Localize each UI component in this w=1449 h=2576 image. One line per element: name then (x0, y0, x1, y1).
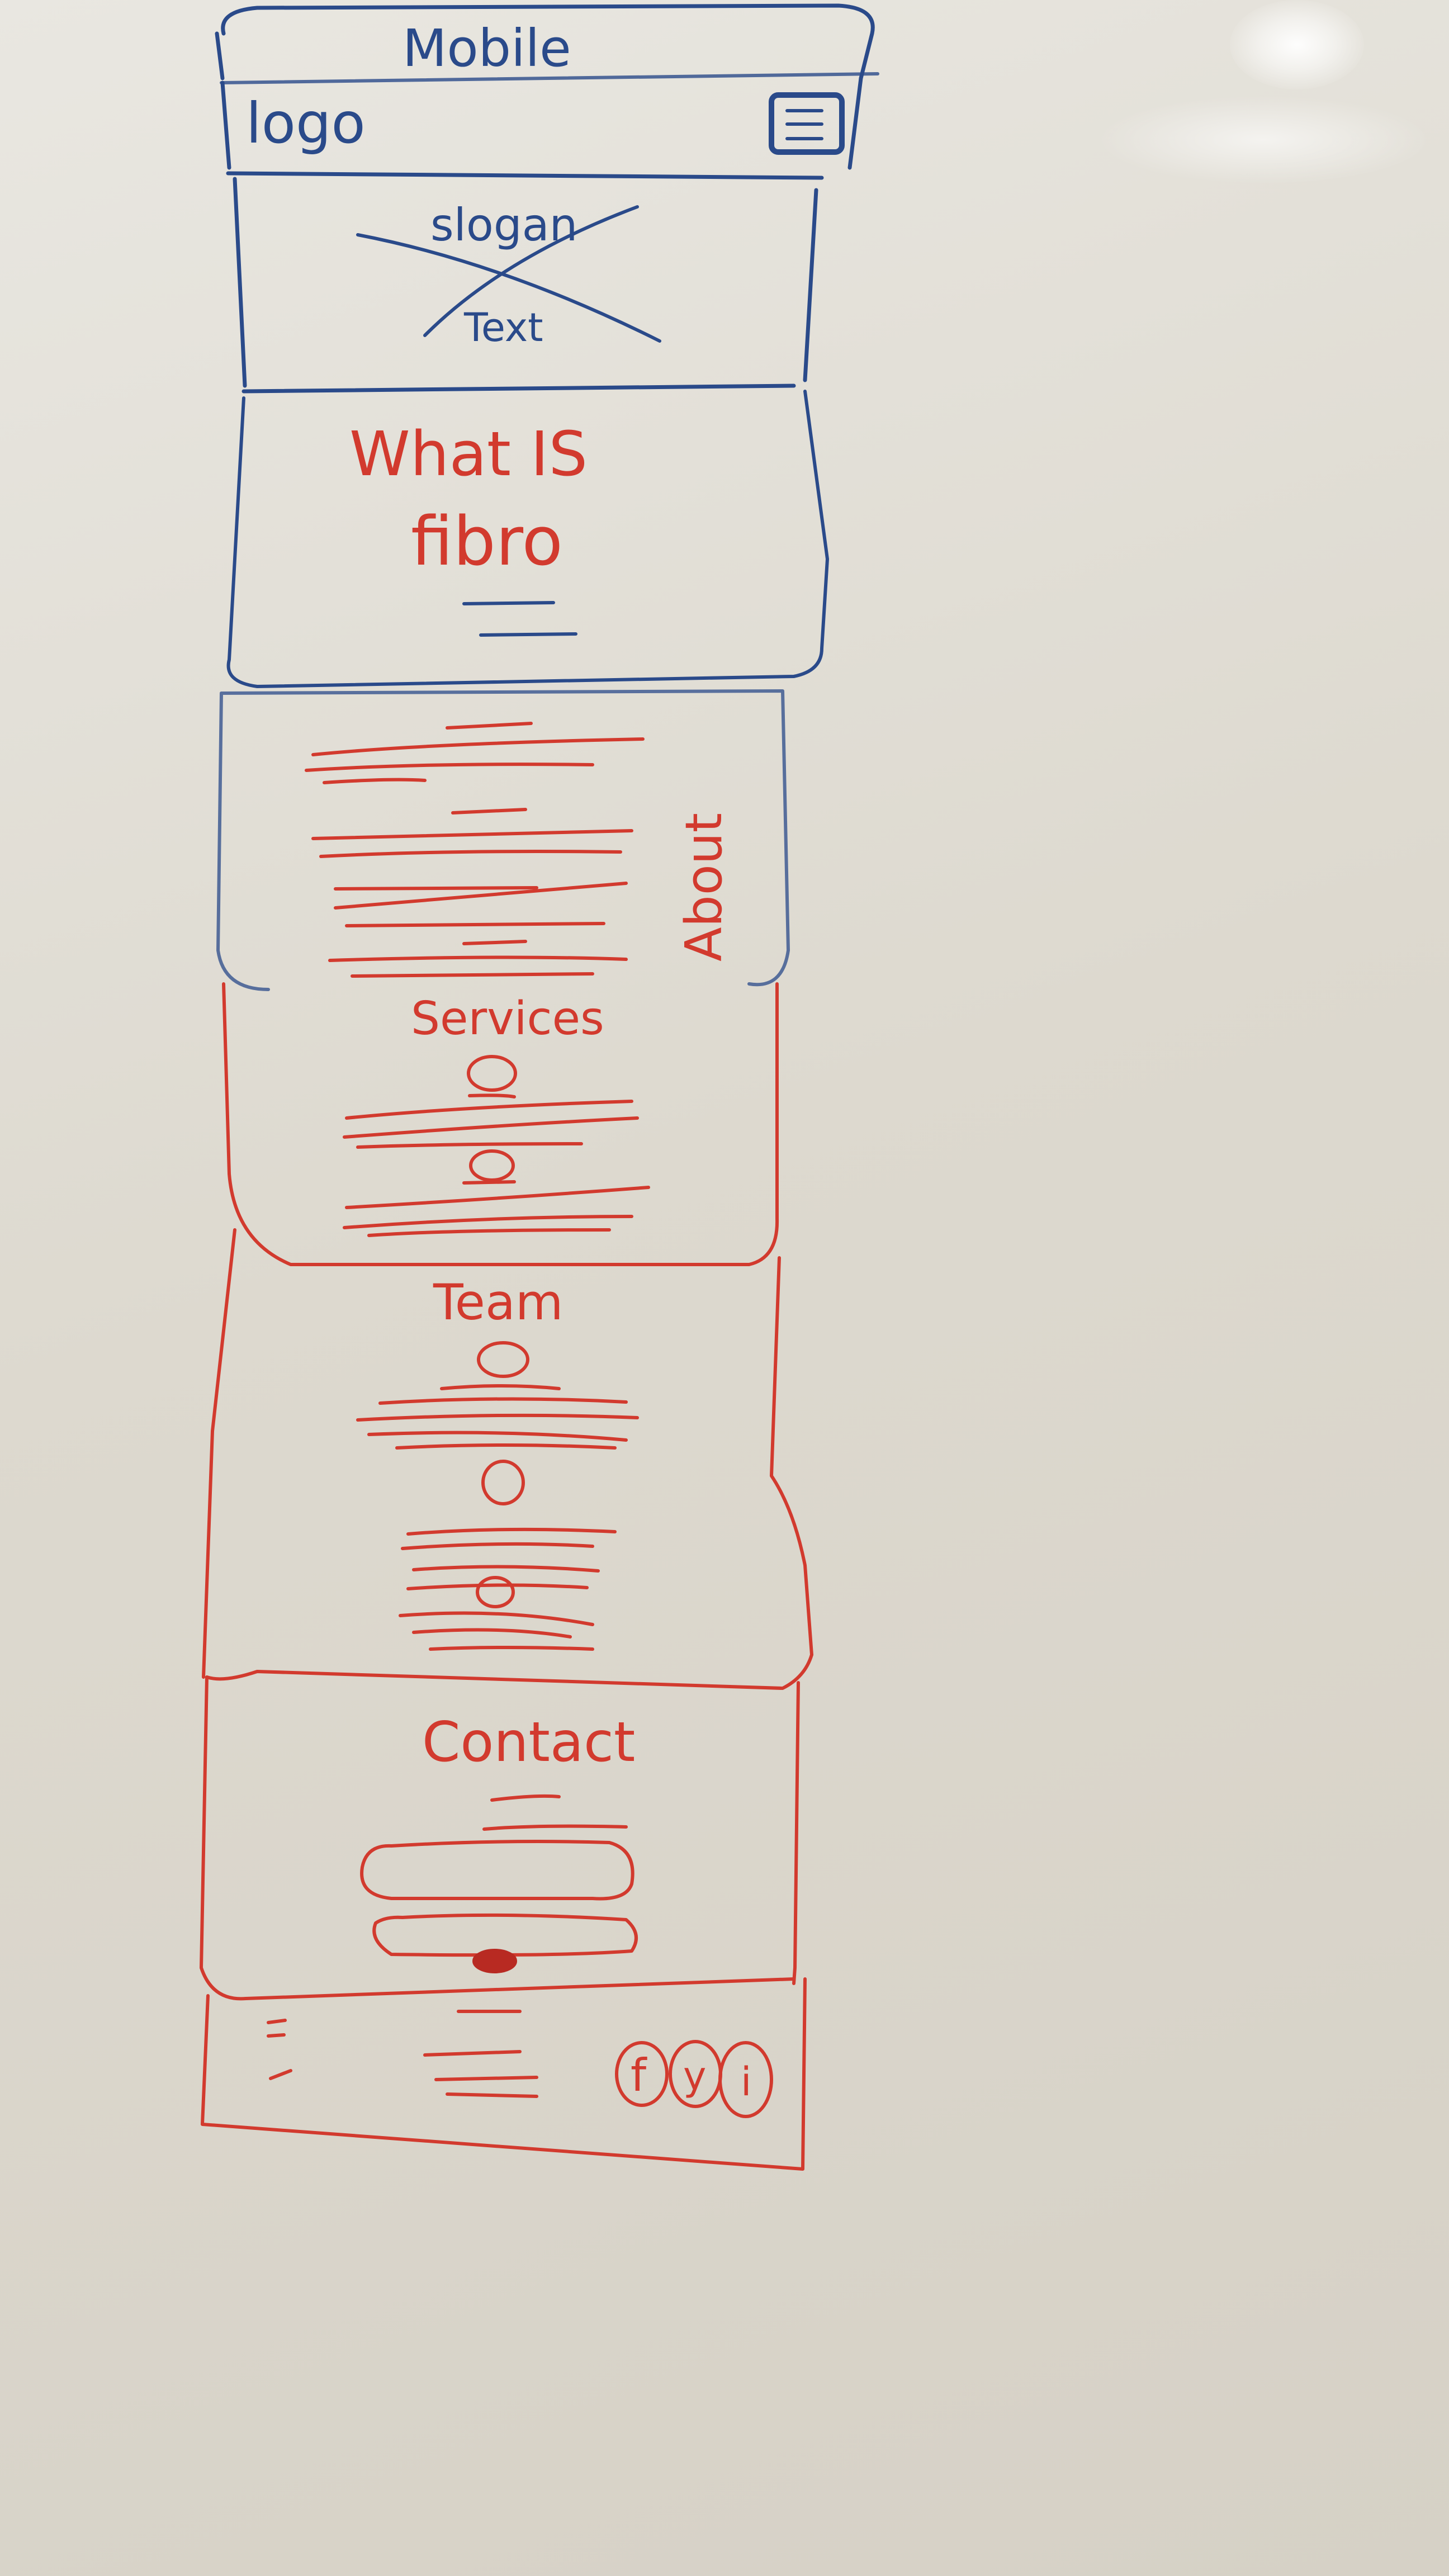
service-icon-1 (467, 1055, 517, 1092)
what-is-subtitle: fibro (411, 503, 563, 581)
contact-textarea (360, 1840, 634, 1901)
mobile-frame (215, 3, 879, 394)
lower-sections-outline (200, 982, 813, 2171)
cross-out-mark (356, 205, 661, 343)
social-icons (615, 2040, 773, 2118)
team-title: Team (433, 1273, 564, 1331)
hamburger-menu-icon[interactable] (769, 92, 845, 155)
service-icon-2 (469, 1149, 515, 1182)
facebook-letter: f (631, 2049, 647, 2101)
team-avatar-1 (477, 1341, 529, 1378)
team-content (356, 1341, 639, 1651)
about-text-lines (305, 722, 645, 978)
services-title: Services (411, 992, 604, 1045)
light-glare (1230, 0, 1364, 89)
mobile-title: Mobile (402, 18, 571, 78)
facebook-icon[interactable] (615, 2041, 669, 2107)
about-section-outline (216, 689, 790, 991)
services-content (343, 1055, 650, 1237)
light-reflection (1096, 95, 1431, 184)
footer-content (267, 2010, 538, 2098)
submit-button[interactable] (472, 1949, 517, 1973)
what-is-text-lines (462, 601, 577, 637)
instagram-letter: i (741, 2059, 751, 2105)
logo-placeholder: logo (246, 91, 366, 156)
team-avatar-2 (481, 1460, 525, 1505)
hero-text: Text (463, 305, 543, 351)
what-is-section-outline (226, 390, 829, 688)
contact-content (360, 1794, 638, 1957)
what-is-title: What IS (349, 418, 588, 490)
contact-input (372, 1913, 638, 1957)
instagram-icon[interactable] (718, 2041, 773, 2118)
contact-title: Contact (422, 1711, 635, 1774)
about-side-label: About (675, 813, 733, 962)
team-avatar-3 (476, 1576, 515, 1608)
youtube-letter: y (683, 2053, 706, 2099)
